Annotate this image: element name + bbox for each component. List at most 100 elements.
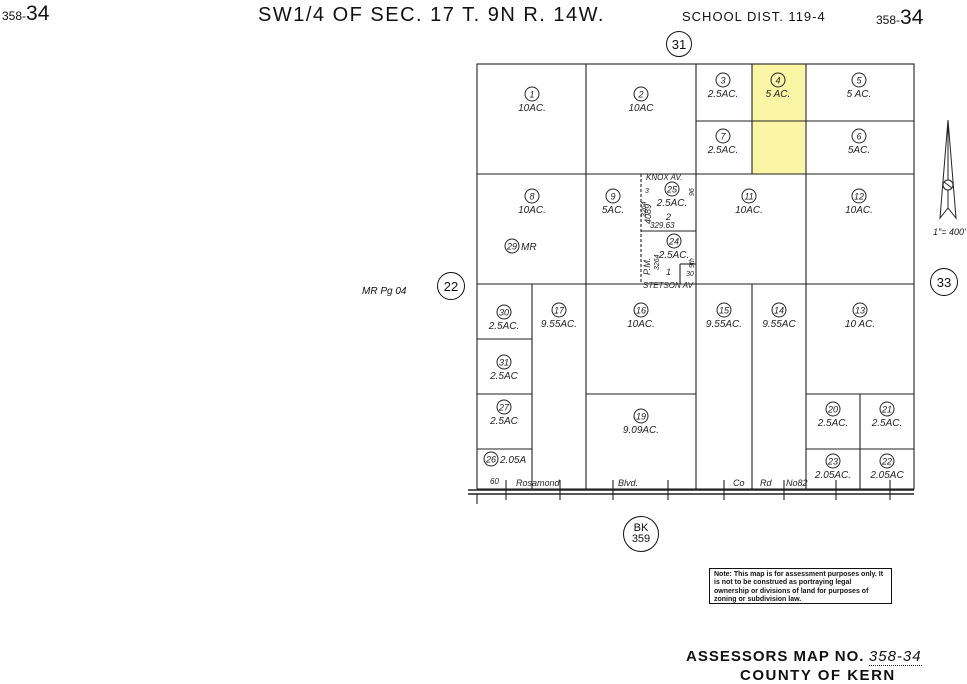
parcel-number-circle: [633, 302, 649, 318]
parcel-number: 30: [499, 308, 509, 318]
parcel-number: 1: [529, 90, 534, 100]
parcel-map-lot-30: 30: [686, 271, 694, 278]
stetson-avenue-label: STETSON AV: [643, 281, 694, 290]
parcel-number: 13: [855, 306, 865, 316]
parcel-area: 2.5AC.: [656, 198, 688, 209]
parcel-map-lot-upper: 2: [665, 212, 671, 222]
map-title: SW1/4 OF SEC. 17 T. 9N R. 14W.: [258, 4, 605, 26]
parcel-number: 14: [774, 306, 784, 316]
parcel-12[interactable]: 12 10AC.: [845, 188, 873, 216]
book-label: BK: [633, 522, 649, 534]
parcel-number: 12: [854, 192, 864, 202]
map-code-left: 358-34: [2, 2, 50, 25]
parcel-number: 3: [720, 76, 725, 86]
parcel-number: 5: [856, 76, 862, 86]
adjacent-north-marker[interactable]: 31: [666, 31, 692, 57]
parcel-number: 6: [856, 132, 861, 142]
parcel-number-circle: [666, 233, 682, 249]
parcel-31[interactable]: 312.5AC: [489, 354, 519, 382]
parcel-number-circle: [496, 354, 512, 370]
parcel-number: 20: [827, 405, 838, 415]
parcel-area: 2.5AC.: [707, 89, 739, 100]
parcel-27[interactable]: 272.5AC: [489, 399, 519, 427]
parcel-17[interactable]: 179.55AC.: [541, 302, 577, 330]
mr-page-reference: MR Pg 04: [362, 286, 407, 297]
parcel-number: 8: [529, 192, 534, 202]
parcel-number-circle: [605, 188, 621, 204]
parcel-area: 2.05A: [499, 455, 526, 466]
parcel-area: 2.5AC.: [707, 145, 739, 156]
parcel-25[interactable]: 252.5AC.: [656, 181, 688, 209]
parcel-map-dim-3: 3: [645, 188, 649, 195]
parcel-number: 7: [720, 132, 726, 142]
parcel-area: 2.05AC: [869, 470, 904, 481]
co-label: Co: [733, 478, 745, 488]
parcel-area: 5AC.: [602, 205, 624, 216]
book-number: 359: [631, 533, 651, 545]
parcel-23[interactable]: 232.05AC.: [814, 453, 851, 481]
parcel-15[interactable]: 159.55AC.: [706, 302, 742, 330]
parcel-number-circle: [851, 72, 867, 88]
parcel-area: 10AC.: [845, 205, 873, 216]
parcel-number: 29: [506, 242, 517, 252]
parcel-area: 2.5AC: [489, 416, 519, 427]
parcel-21[interactable]: 212.5AC.: [871, 401, 903, 429]
parcel-area: 2.5AC.: [488, 321, 520, 332]
parcel-number-circle: [825, 401, 841, 417]
parcel-20[interactable]: 20 2.5AC.: [817, 401, 849, 429]
road-number-label: No82: [786, 478, 808, 488]
parcel-22[interactable]: 22 2.05AC: [869, 453, 904, 481]
parcel-number-circle: [825, 453, 841, 469]
parcel-area: 10AC: [628, 103, 654, 114]
parcel-14[interactable]: 14 9.55AC: [762, 302, 796, 330]
parcel-number-circle: [879, 401, 895, 417]
parcel-number-circle: [664, 181, 680, 197]
parcel-number: 17: [554, 306, 565, 316]
parcel-map-lot-lower: 1: [666, 267, 671, 277]
parcel-number-circle: [770, 72, 786, 88]
parcel-30[interactable]: 30 2.5AC.: [488, 304, 520, 332]
road-width-label: 60: [490, 477, 499, 486]
parcel-9[interactable]: 9 5AC.: [602, 188, 624, 216]
parcel-number-circle: [483, 451, 499, 467]
parcel-7[interactable]: 7 2.5AC.: [707, 128, 739, 156]
assessors-map-number: ASSESSORS MAP NO. 358-34: [686, 648, 922, 666]
school-district: SCHOOL DIST. 119-4: [682, 9, 826, 24]
parcel-area: 2.5AC.: [871, 418, 903, 429]
parcel-area: 9.55AC.: [706, 319, 742, 330]
parcel-map-right-dim-upper: 96: [689, 188, 696, 196]
assessment-note: Note: This map is for assessment purpose…: [709, 568, 892, 604]
parcel-area: 9.55AC: [762, 319, 796, 330]
parcel-19[interactable]: 199.09AC.: [623, 408, 659, 436]
parcel-area: 10AC.: [627, 319, 655, 330]
parcel-number-circle: [633, 86, 649, 102]
parcel-4[interactable]: 45 AC.: [766, 72, 791, 100]
parcel-area: 2.05AC.: [814, 470, 851, 481]
parcel-number-circle: [633, 408, 649, 424]
parcel-number: 9: [610, 192, 615, 202]
adjacent-book-marker[interactable]: BK 359: [623, 516, 659, 552]
blvd-label: Blvd.: [618, 478, 638, 488]
parcel-5[interactable]: 55 AC.: [847, 72, 872, 100]
adjacent-east-marker[interactable]: 33: [930, 268, 958, 296]
parcel-3[interactable]: 3 2.5AC.: [707, 72, 739, 100]
parcel-number: 19: [636, 412, 646, 422]
parcel-24[interactable]: 242.5AC.: [658, 233, 690, 261]
parcel-area: 2.5AC.: [817, 418, 849, 429]
adjacent-west-marker[interactable]: 22: [437, 272, 465, 300]
knox-avenue-label: KNOX AV.: [646, 173, 682, 182]
parcel-area: 2.5AC.: [658, 250, 690, 261]
parcel-number-circle: [715, 72, 731, 88]
parcel-number: 22: [881, 457, 892, 467]
rosamond-label: Rosamond: [516, 478, 561, 488]
